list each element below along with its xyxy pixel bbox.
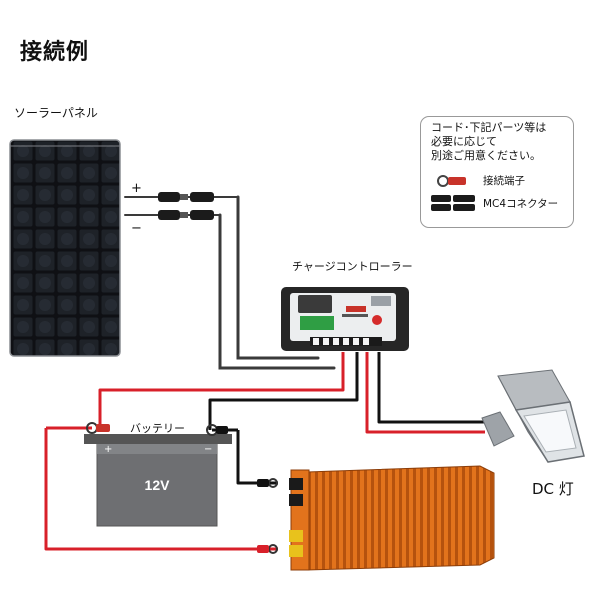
charge-controller bbox=[281, 287, 409, 351]
page-title: 接続例 bbox=[20, 40, 90, 65]
dc-lamp-label: DC 灯 bbox=[532, 480, 574, 498]
battery: + − 12V bbox=[84, 434, 232, 527]
battery-plus-sign: + bbox=[104, 444, 112, 455]
ring-terminal-icon bbox=[86, 422, 228, 436]
battery-minus-sign: − bbox=[204, 444, 212, 455]
ring-terminal-icon bbox=[257, 478, 278, 554]
mc4-connector-icon bbox=[158, 192, 214, 220]
parts-note: コード･下記パーツ等は 必要に応じて 別途ご用意ください。 接続端子 MC4コネ… bbox=[420, 116, 574, 228]
solar-panel-label: ソーラーパネル bbox=[14, 106, 98, 120]
dc-lamp bbox=[481, 369, 585, 463]
panel-minus-sign: − bbox=[131, 221, 142, 236]
parts-note-text: コード･下記パーツ等は 必要に応じて 別途ご用意ください。 bbox=[431, 121, 547, 162]
battery-label: バッテリー bbox=[130, 422, 185, 435]
panel-plus-sign: + bbox=[131, 181, 142, 196]
ring-terminal-icon bbox=[437, 175, 466, 187]
solar-panel bbox=[9, 139, 121, 357]
inverter bbox=[289, 465, 495, 571]
mc4-connector-icon bbox=[431, 195, 475, 211]
charge-controller-label: チャージコントローラー bbox=[292, 260, 413, 273]
parts-item-label: 接続端子 bbox=[483, 175, 525, 187]
parts-item-label: MC4コネクター bbox=[483, 198, 559, 210]
battery-voltage: 12V bbox=[145, 477, 171, 493]
